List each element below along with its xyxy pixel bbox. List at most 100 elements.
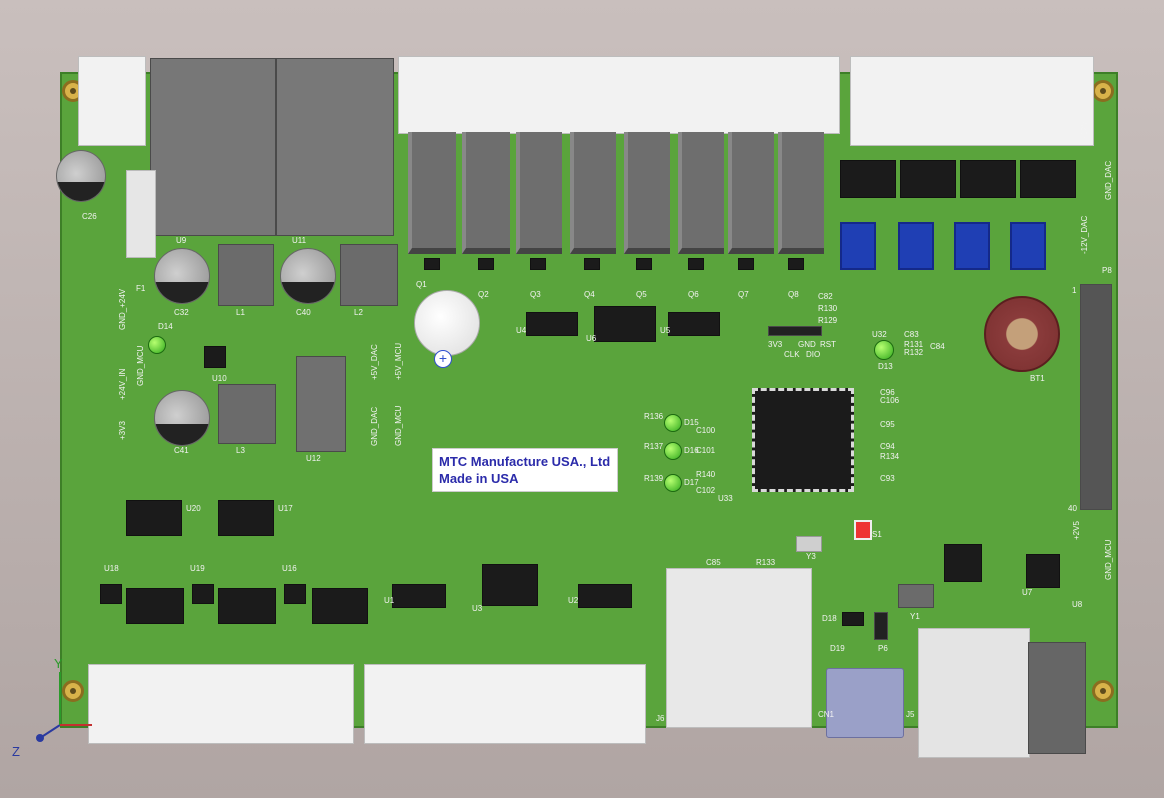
ic-u10 [204,346,226,368]
net-p3v3: +3V3 [118,421,127,440]
swd-pin-rst: RST [820,340,836,349]
ref-u9: U9 [176,236,187,245]
mcu-u33 [752,388,854,492]
net-gnd-mcu-left: GND_MCU [136,345,145,386]
input-terminal-connector-1 [88,664,354,744]
diode-d18 [842,612,864,626]
transistor-q4 [584,258,600,270]
ref-q7: Q7 [738,290,749,299]
ref-q2: Q2 [478,290,489,299]
dac-opamp-3 [960,160,1016,198]
ref-q5: Q5 [636,290,647,299]
ic-ethernet-phy [944,544,982,582]
ref-l1: L1 [236,308,245,317]
ref-c94: C94 [880,442,895,451]
ref-u19: U19 [190,564,205,573]
net-m12v-dac: -12V_DAC [1080,215,1089,254]
ref-u7: U7 [1022,588,1033,597]
ic-u5 [668,312,720,336]
ref-c40: C40 [296,308,311,317]
relay-k5 [624,132,670,254]
brand-label: MTC Manufacture USA., Ltd Made in USA [432,448,618,492]
dac-opamp-1 [840,160,896,198]
header-p8 [1080,284,1112,510]
ref-j6: J6 [656,714,665,723]
ref-u20: U20 [186,504,201,513]
ref-l3: L3 [236,446,245,455]
inductor-l1 [218,244,274,306]
ic-u1 [392,584,446,608]
ref-u11: U11 [292,236,307,245]
electrolytic-cap-c26 [56,150,106,202]
ic-u4 [526,312,578,336]
ref-u32: U32 [872,330,887,339]
dac-opamp-4 [1020,160,1076,198]
reset-switch-s1[interactable] [854,520,872,540]
ref-s1: S1 [872,530,882,539]
ethernet-jack-j6 [666,568,812,728]
electrolytic-cap-c40 [280,248,336,304]
net-p24v-in: +24V_IN [118,368,127,400]
trimmer-vr1 [840,222,876,270]
trimmer-vr4 [1010,222,1046,270]
led-d15 [664,414,682,432]
optocoupler-u17 [218,500,274,536]
transistor-q2 [478,258,494,270]
net-p12v: +12V [1080,121,1089,140]
transistor-small-3 [284,584,306,604]
ref-r136: R136 [644,412,664,421]
crystal-y3 [796,536,822,552]
ref-r131: R131 [904,340,924,349]
ref-r133: R133 [756,558,776,567]
transistor-q7 [738,258,754,270]
ref-r139: R139 [644,474,664,483]
relay-k6 [678,132,724,254]
ref-d19: D19 [830,644,845,653]
transistor-q3 [530,258,546,270]
dc-dc-module-u11 [276,58,394,236]
ref-u33: U33 [718,494,733,503]
relay-k7 [728,132,774,254]
ic-u7 [1026,554,1060,588]
ref-c101: C101 [696,446,716,455]
ref-c83: C83 [904,330,919,339]
power-input-connector [78,56,146,146]
transistor-q8 [788,258,804,270]
led-d17 [664,474,682,492]
ref-f1: F1 [136,284,146,293]
ref-c41: C41 [174,446,189,455]
ref-c96: C96 [880,388,895,397]
ref-u2: U2 [568,596,579,605]
ref-q4: Q4 [584,290,595,299]
crystal-y1 [898,584,934,608]
rj-connector-j5 [918,628,1030,758]
ref-c93: C93 [880,474,895,483]
transistor-small-1 [100,584,122,604]
ref-d16: D16 [684,446,699,455]
optocoupler-u20 [126,500,182,536]
relay-k2 [462,132,510,254]
mounting-hole [1092,680,1114,702]
ref-u18: U18 [104,564,119,573]
ref-u10: U10 [212,374,227,383]
buzzer [414,290,480,356]
battery-holder-bt1 [984,296,1060,372]
net-p2v5: +2V5 [1072,521,1081,540]
ref-q6: Q6 [688,290,699,299]
transistor-q5 [636,258,652,270]
ref-r137: R137 [644,442,664,451]
ref-l2: L2 [354,308,363,317]
electrolytic-cap-c32 [154,248,210,304]
ref-j5: J5 [906,710,915,719]
ref-c84: C84 [930,342,945,351]
ref-y3: Y3 [806,552,816,561]
inductor-l3 [218,384,276,444]
ref-c26: C26 [82,212,97,221]
ref-d14: D14 [158,322,173,331]
relay-terminal-connector [398,56,840,134]
net-gnd-dac: GND_DAC [370,406,379,446]
trimmer-vr3 [954,222,990,270]
ref-c102: C102 [696,486,716,495]
ref-u16: U16 [282,564,297,573]
brand-line-2: Made in USA [439,471,519,486]
